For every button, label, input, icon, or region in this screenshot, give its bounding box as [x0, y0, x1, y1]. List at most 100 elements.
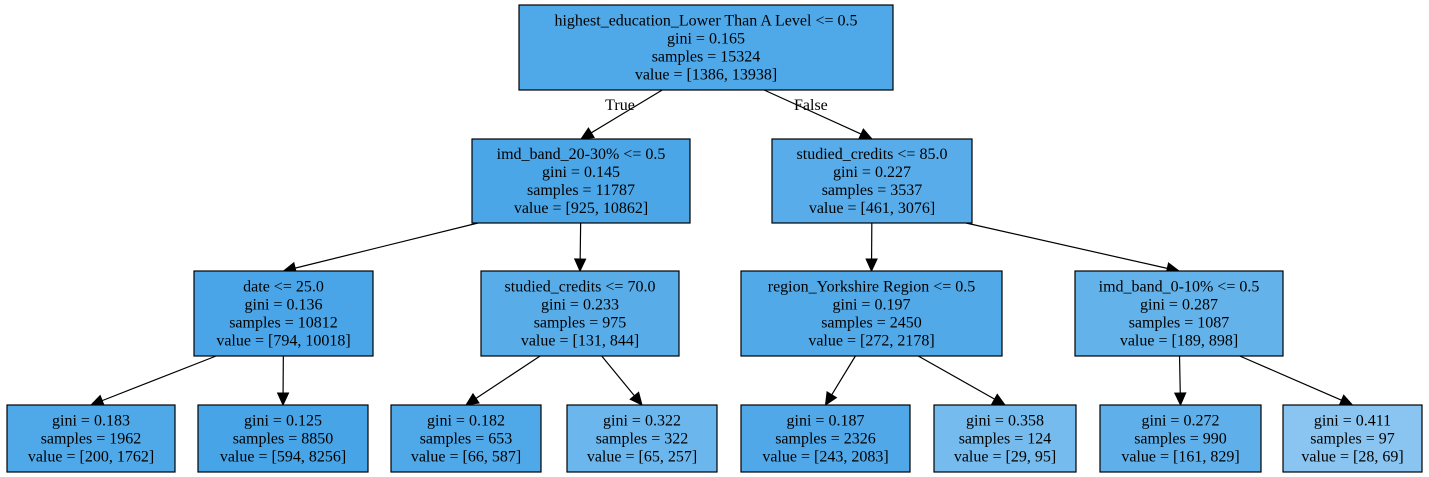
tree-edge-n4-n10	[601, 355, 643, 406]
node-stat-line: value = [189, 898]	[1120, 333, 1238, 350]
arrowhead-icon	[824, 391, 838, 407]
node-stat-line: gini = 0.125	[244, 413, 322, 430]
tree-edge-n1-n4	[573, 222, 587, 273]
node-box	[390, 404, 542, 473]
tree-edge-n2-n5	[865, 222, 878, 273]
node-stat-line: value = [925, 10862]	[514, 200, 648, 217]
node-stat-line: gini = 0.227	[833, 164, 911, 181]
edge-line	[1239, 355, 1342, 401]
edge-line	[831, 355, 856, 396]
node-stat-line: gini = 0.182	[427, 413, 505, 430]
arrowhead-icon	[1173, 392, 1187, 407]
node-stat-line: samples = 3537	[822, 182, 923, 199]
node-stat-line: samples = 322	[596, 431, 689, 448]
node-stat-line: samples = 975	[534, 315, 627, 332]
node-stat-line: value = [272, 2178]	[808, 333, 934, 350]
node-stat-line: gini = 0.411	[1314, 413, 1391, 430]
tree-node-root: highest_education_Lower Than A Level <= …	[518, 4, 894, 91]
node-stat-line: samples = 1087	[1129, 315, 1230, 332]
node-stat-line: value = [243, 2083]	[762, 449, 888, 466]
node-stat-line: samples = 653	[420, 431, 513, 448]
node-split-rule: studied_credits <= 85.0	[797, 146, 948, 163]
tree-edge-n5-n12	[917, 355, 1007, 406]
node-stat-line: samples = 124	[959, 431, 1052, 448]
arrowhead-icon	[89, 394, 105, 407]
node-split-rule: studied_credits <= 70.0	[505, 279, 656, 296]
node-split-rule: imd_band_20-30% <= 0.5	[497, 146, 666, 163]
arrowhead-icon	[865, 258, 878, 273]
arrowhead-icon	[991, 393, 1007, 406]
tree-edge-n5-n11	[824, 355, 856, 407]
node-box	[197, 404, 369, 473]
node-stat-line: value = [794, 10018]	[216, 333, 350, 350]
node-stat-line: value = [131, 844]	[521, 333, 639, 350]
node-split-rule: highest_education_Lower Than A Level <= …	[554, 13, 857, 30]
edge-line	[917, 355, 995, 400]
node-stat-line: value = [29, 95]	[954, 449, 1056, 466]
node-box	[771, 138, 973, 224]
tree-edge-n3-n8	[276, 355, 290, 407]
node-stat-line: gini = 0.233	[541, 297, 619, 314]
node-box	[1282, 404, 1423, 473]
node-stat-line: samples = 2326	[775, 431, 876, 448]
node-stat-line: samples = 11787	[527, 182, 635, 199]
node-stat-line: gini = 0.287	[1140, 297, 1218, 314]
tree-edge-n4-n9	[464, 355, 541, 406]
node-stat-line: gini = 0.187	[787, 413, 865, 430]
node-stat-line: samples = 10812	[229, 315, 338, 332]
edge-line	[295, 222, 479, 269]
node-split-rule: date <= 25.0	[243, 279, 324, 296]
edge-line	[1178, 355, 1181, 394]
tree-edge-n6-n13	[1173, 355, 1187, 407]
edge-label: False	[794, 97, 828, 114]
arrowhead-icon	[579, 127, 595, 140]
node-stat-line: samples = 97	[1310, 431, 1395, 448]
tree-edge-n2-n6	[965, 222, 1181, 275]
arrowhead-icon	[858, 128, 874, 140]
node-stat-line: gini = 0.183	[52, 413, 130, 430]
tree-edge-n1-n3	[282, 222, 479, 275]
edge-line	[475, 355, 541, 399]
node-split-rule: imd_band_0-10% <= 0.5	[1099, 279, 1260, 296]
node-box	[6, 404, 176, 473]
node-stat-line: value = [65, 257]	[587, 449, 697, 466]
node-box	[566, 404, 718, 473]
node-stat-line: samples = 1962	[41, 431, 142, 448]
edge-line	[601, 355, 635, 397]
node-box	[480, 270, 680, 357]
node-stat-line: value = [161, 829]	[1121, 449, 1239, 466]
node-box	[1099, 404, 1262, 473]
node-split-rule: region_Yorkshire Region <= 0.5	[768, 279, 976, 296]
node-stat-line: samples = 2450	[821, 315, 922, 332]
node-box	[471, 138, 691, 224]
nodes-layer: highest_education_Lower Than A Level <= …	[6, 4, 1423, 473]
tree-edge-root-n2: False	[763, 89, 874, 140]
edge-line	[763, 89, 862, 135]
node-stat-line: value = [594, 8256]	[220, 449, 346, 466]
node-stat-line: gini = 0.358	[966, 413, 1044, 430]
arrowhead-icon	[276, 392, 290, 407]
tree-edge-n6-n14	[1239, 355, 1354, 406]
node-stat-line: gini = 0.145	[542, 164, 620, 181]
node-stat-line: gini = 0.165	[667, 31, 745, 48]
edge-line	[590, 89, 663, 134]
node-box	[193, 270, 374, 357]
arrowhead-icon	[629, 391, 643, 406]
node-stat-line: samples = 15324	[652, 49, 761, 66]
node-box	[518, 4, 894, 91]
node-box	[1074, 270, 1284, 357]
node-stat-line: value = [1386, 13938]	[635, 67, 777, 84]
node-stat-line: gini = 0.272	[1142, 413, 1220, 430]
